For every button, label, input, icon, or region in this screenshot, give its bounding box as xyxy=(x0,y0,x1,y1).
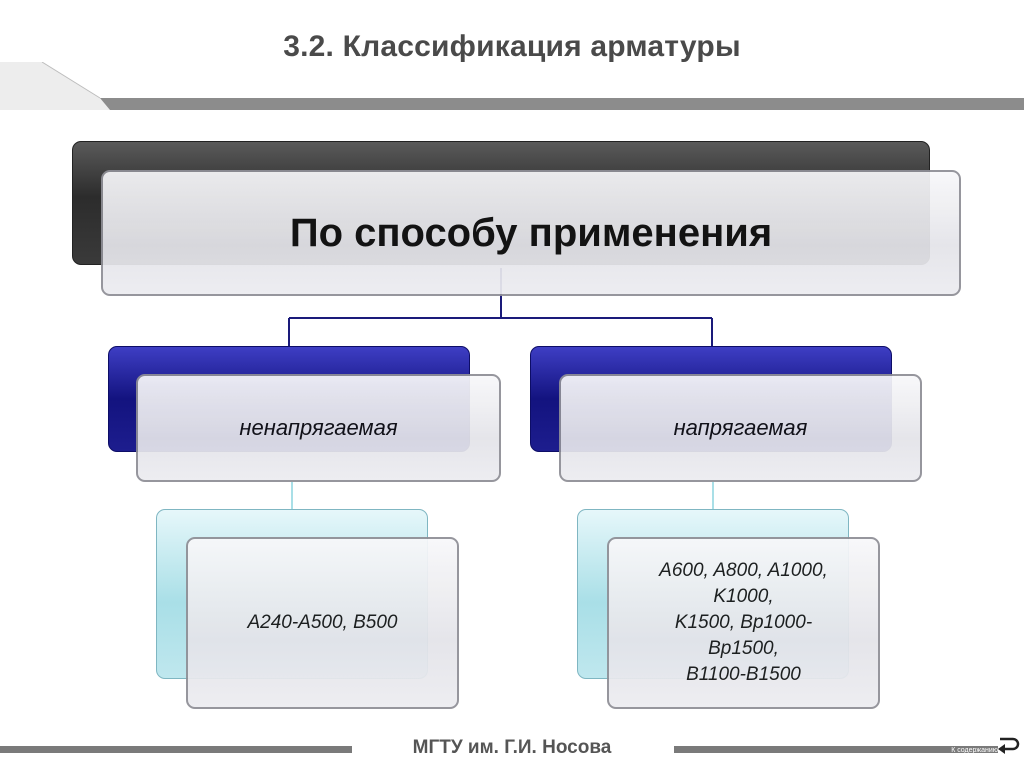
branch-node-prestressed: напрягаемая xyxy=(559,374,922,482)
leaf-2-line-5: B1100-B1500 xyxy=(686,664,801,685)
leaf-1-line-1: A240-A500, B500 xyxy=(247,612,398,633)
branch-label-2: напрягаемая xyxy=(673,415,808,440)
leaf-node-non-prestressed-grades: A240-A500, B500 xyxy=(186,537,459,709)
slide-title: 3.2. Классификация арматуры xyxy=(283,30,741,63)
leaf-2-line-3: K1500, Bp1000- xyxy=(674,612,813,633)
leaf-2-line-4: Bp1500, xyxy=(708,638,779,659)
header-bar xyxy=(0,98,1024,110)
contents-link[interactable]: К содержанию xyxy=(951,747,998,754)
footer-bars xyxy=(0,746,998,753)
leaf-node-prestressed-grades: A600, A800, A1000, K1000, K1500, Bp1000-… xyxy=(607,537,880,709)
branch-node-non-prestressed: ненапрягаемая xyxy=(136,374,501,482)
return-arrow-icon[interactable] xyxy=(996,733,1022,755)
leaf-2-line-1: A600, A800, A1000, xyxy=(659,560,828,581)
leaf-2-line-2: K1000, xyxy=(713,586,774,607)
header-wedge xyxy=(0,62,110,110)
footer-organization: МГТУ им. Г.И. Носова xyxy=(412,737,612,758)
root-node: По способу применения xyxy=(101,170,961,296)
branch-label-1: ненапрягаемая xyxy=(239,415,398,440)
root-node-label: По способу применения xyxy=(289,210,773,255)
